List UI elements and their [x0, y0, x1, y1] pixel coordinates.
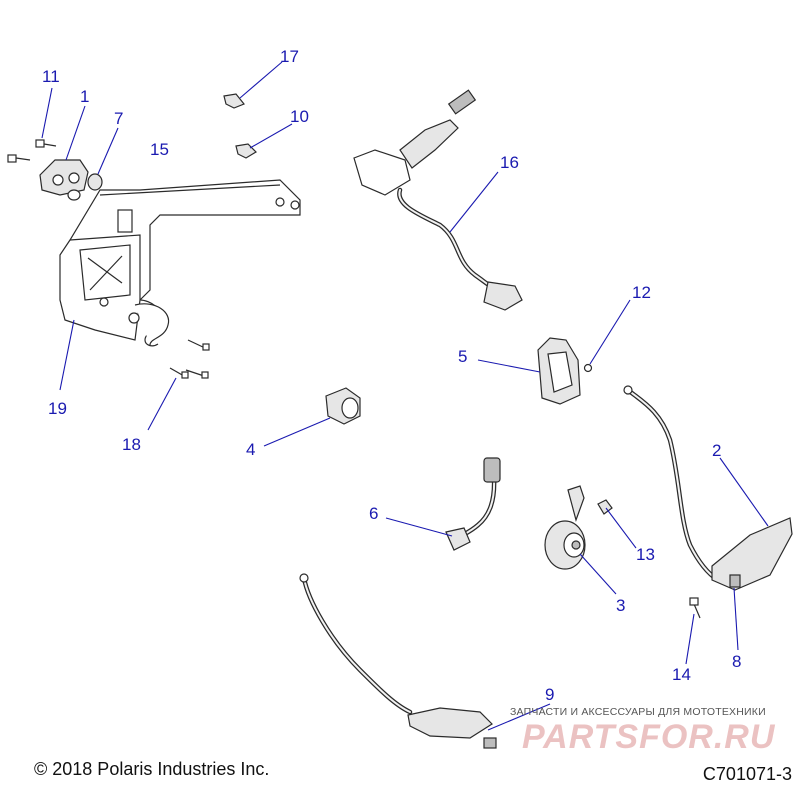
screw-12 — [583, 363, 593, 373]
callout-19: 19 — [48, 399, 67, 418]
callout-9: 9 — [545, 685, 554, 704]
callout-18: 18 — [122, 435, 141, 454]
bracket-assembly — [59, 179, 301, 347]
leader-lines — [41, 61, 769, 731]
callout-1: 1 — [80, 87, 89, 106]
callout-2: 2 — [712, 441, 721, 460]
screw-14 — [689, 597, 701, 619]
washer — [67, 173, 103, 201]
bolt-11 — [7, 139, 57, 163]
callout-5: 5 — [458, 347, 467, 366]
watermark-tagline: ЗАПЧАСТИ И АКСЕССУАРЫ ДЛЯ МОТОТЕХНИКИ — [510, 706, 766, 718]
copyright-text: © 2018 Polaris Industries Inc. — [34, 759, 270, 779]
callout-14: 14 — [672, 665, 691, 684]
callout-8: 8 — [732, 652, 741, 671]
horn — [544, 485, 586, 570]
callout-11: 11 — [42, 67, 60, 86]
diagram-code: C701071-3 — [702, 764, 792, 784]
callouts: 11 1 7 15 17 10 16 12 5 19 18 4 2 6 13 3… — [42, 47, 741, 704]
turn-signal-right — [623, 385, 793, 591]
turn-signal-left — [299, 573, 497, 749]
nut-13 — [597, 499, 613, 515]
callout-4: 4 — [246, 440, 255, 459]
callout-17: 17 — [280, 47, 299, 66]
callout-13: 13 — [636, 545, 655, 564]
callout-15: 15 — [150, 140, 169, 159]
turn-signal-switch — [353, 89, 523, 311]
callout-6: 6 — [369, 504, 378, 523]
callout-7: 7 — [114, 109, 123, 128]
bolts-18 — [169, 339, 210, 379]
callout-12: 12 — [632, 283, 651, 302]
mount-block — [39, 159, 89, 196]
bushing — [325, 387, 361, 425]
callout-10: 10 — [290, 107, 309, 126]
sensor-harness — [445, 457, 501, 551]
watermark-logo: PARTSFOR.RU — [522, 718, 776, 756]
clip-17 — [223, 93, 245, 109]
callout-16: 16 — [500, 153, 519, 172]
signal-housing — [537, 337, 581, 405]
callout-3: 3 — [616, 596, 625, 615]
